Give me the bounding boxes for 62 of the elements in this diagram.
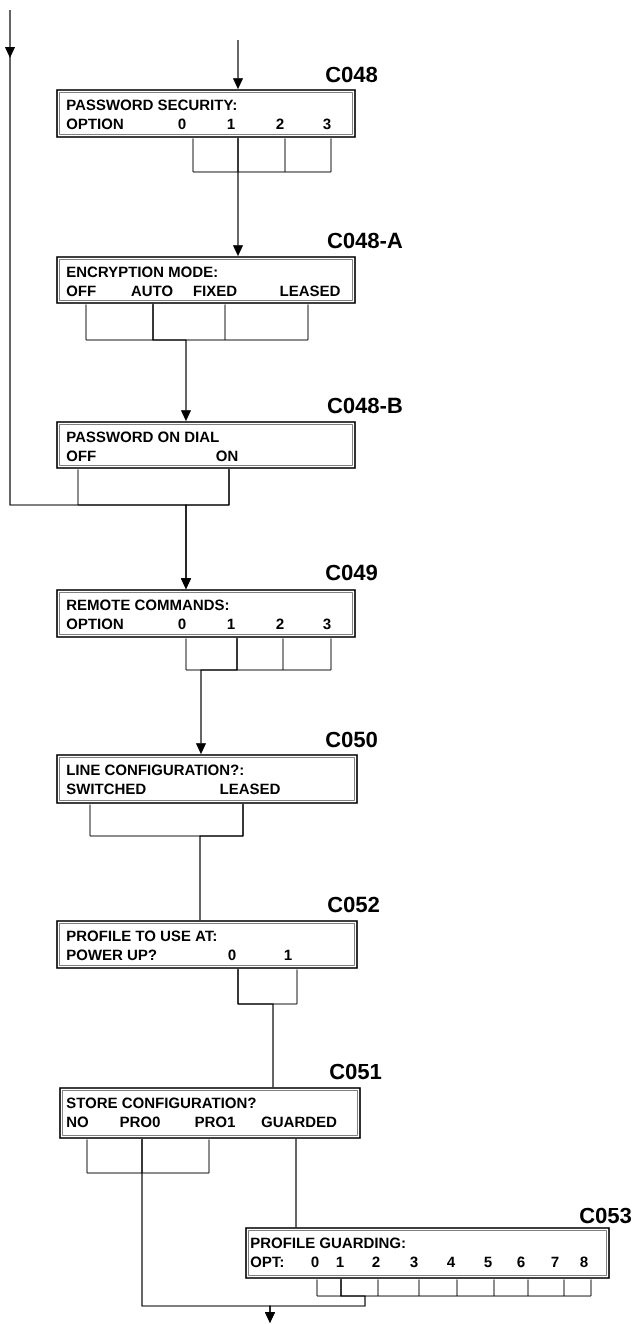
connector-line bbox=[295, 1138, 297, 1228]
node-label: NO bbox=[67, 1116, 89, 1128]
node-label: OPTION bbox=[66, 618, 123, 630]
node-label: GUARDED bbox=[261, 1116, 337, 1128]
display-box: REMOTE COMMANDS: OPTION 0 1 2 3 bbox=[56, 589, 356, 638]
node-label: PRO1 bbox=[195, 1116, 235, 1128]
display-box: STORE CONFIGURATION? NO PRO0 PRO1 GUARDED bbox=[59, 1087, 361, 1139]
node-label: 6 bbox=[517, 1256, 525, 1268]
node-label: 2 bbox=[372, 1256, 380, 1268]
node-label: 2 bbox=[276, 118, 284, 129]
node-label: 2 bbox=[276, 618, 284, 630]
node-label: 8 bbox=[580, 1256, 588, 1268]
node-label: 5 bbox=[484, 1256, 492, 1268]
node-label: 0 bbox=[228, 949, 236, 961]
node-label: REMOTE COMMANDS: bbox=[67, 599, 229, 611]
node-label: OPTION bbox=[66, 118, 123, 130]
node-label: ON bbox=[216, 450, 238, 462]
display-box: PASSWORD SECURITY: OPTION 0 1 2 3 bbox=[56, 89, 356, 138]
node-label: 3 bbox=[323, 618, 331, 630]
node-label: POWER UP? bbox=[67, 949, 157, 961]
connector-line bbox=[199, 803, 244, 921]
node-label: OFF bbox=[66, 450, 96, 462]
display-box: PROFILE GUARDING: OPT: 0 1 2 3 4 5 6 7 8 bbox=[245, 1227, 610, 1279]
code-label: C048 bbox=[326, 66, 378, 83]
node-label: LEASED bbox=[220, 783, 280, 795]
node-label: 0 bbox=[311, 1256, 319, 1268]
node-label: LEASED bbox=[280, 285, 340, 297]
node-label: 1 bbox=[284, 949, 292, 961]
node-label: LINE CONFIGURATION?: bbox=[67, 764, 243, 776]
node-label: OPT: bbox=[250, 1256, 283, 1268]
node-label: SWITCHED bbox=[66, 783, 146, 795]
code-label: C049 bbox=[326, 564, 377, 581]
code-label: C048-B bbox=[327, 397, 402, 414]
display-box: PROFILE TO USE AT: POWER UP? 0 1 bbox=[56, 920, 358, 969]
code-label: C051 bbox=[330, 1063, 382, 1080]
node-label: 7 bbox=[551, 1256, 559, 1268]
node-label: 4 bbox=[447, 1256, 456, 1268]
code-label: C052 bbox=[328, 896, 379, 913]
node-label: STORE CONFIGURATION? bbox=[66, 1097, 256, 1109]
node-label: 1 bbox=[227, 618, 235, 630]
node-label: 0 bbox=[178, 618, 186, 630]
node-label: AUTO bbox=[131, 285, 173, 297]
node-label: 3 bbox=[410, 1256, 418, 1268]
node-label: PASSWORD SECURITY: bbox=[67, 99, 236, 111]
connector-line bbox=[237, 968, 274, 1088]
display-box: PASSWORD ON DIAL OFF ON bbox=[56, 421, 356, 469]
display-box: LINE CONFIGURATION?: SWITCHED LEASED bbox=[56, 754, 358, 804]
node-label: 3 bbox=[323, 118, 331, 130]
node-label: 1 bbox=[227, 118, 235, 129]
node-label: OFF bbox=[66, 285, 96, 297]
code-label: C048-A bbox=[327, 232, 403, 249]
node-label: ENCRYPTION MODE: bbox=[67, 266, 217, 278]
node-label: 1 bbox=[336, 1256, 344, 1268]
node-label: FIXED bbox=[193, 285, 237, 296]
node-label: PRO0 bbox=[120, 1116, 160, 1128]
display-box: ENCRYPTION MODE: OFF AUTO FIXED LEASED bbox=[56, 256, 356, 304]
node-label: PASSWORD ON DIAL bbox=[67, 431, 219, 443]
node-label: 0 bbox=[178, 118, 186, 130]
code-label: C050 bbox=[326, 731, 377, 748]
node-label: PROFILE GUARDING: bbox=[251, 1237, 405, 1249]
code-label: C053 bbox=[580, 1207, 631, 1224]
node-label: PROFILE TO USE AT: bbox=[67, 930, 216, 942]
